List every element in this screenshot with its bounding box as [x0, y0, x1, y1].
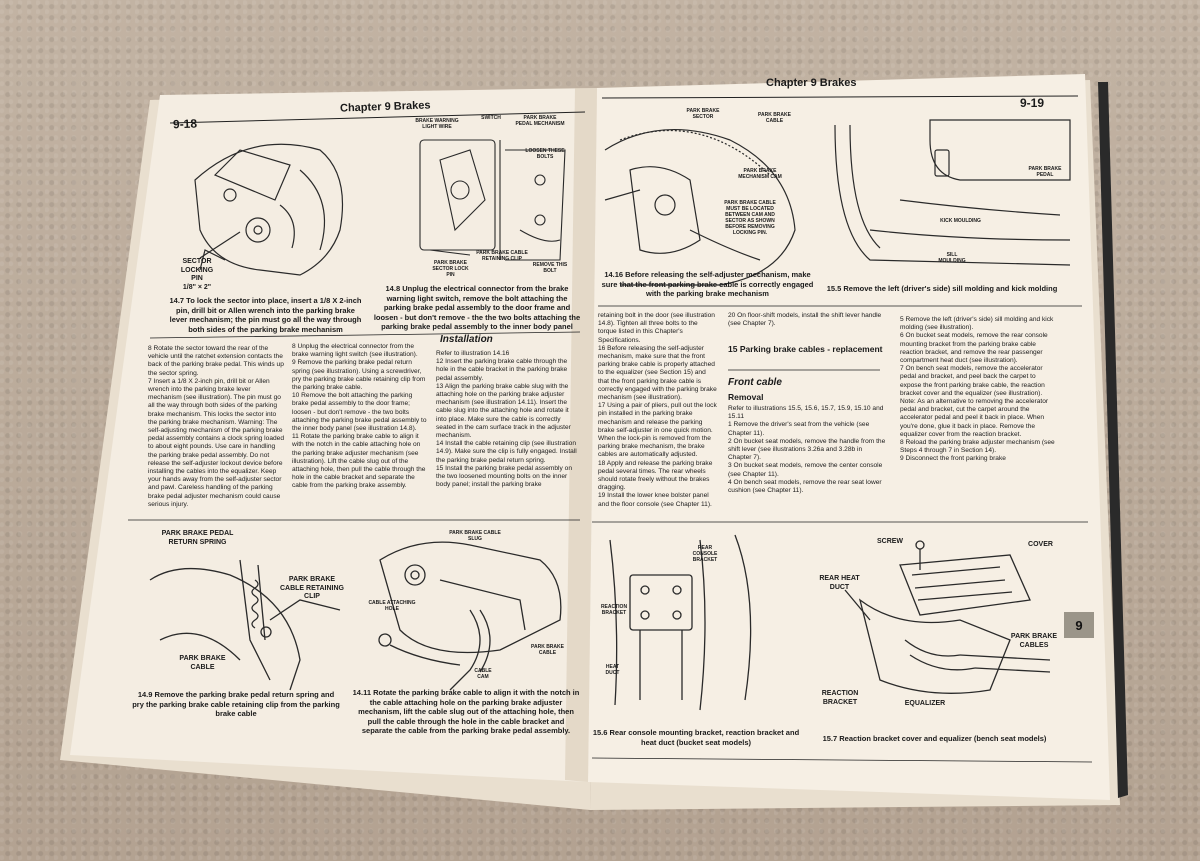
fig-15-7-callout-screw: SCREW [876, 538, 904, 545]
fig-15-6-callout-reaction: REACTION BRACKET [600, 604, 628, 616]
left-column-1: 8 Rotate the sector toward the rear of t… [148, 345, 284, 508]
fig-14-7-drawing [194, 143, 344, 276]
fig-15-6-callout-duct: HEAT DUCT [605, 664, 620, 676]
fig-14-11-callout-cam: CABLE CAM [474, 668, 492, 680]
left-column-2: 8 Unplug the electrical connector from t… [292, 343, 427, 490]
left-column-3: Refer to illustration 14.16 12 Insert th… [436, 350, 577, 489]
fig-14-16-callout-cam: PARK BRAKE MECHANISM CAM [738, 168, 782, 180]
fig-14-8-callout-mechanism: PARK BRAKE PEDAL MECHANISM [515, 115, 565, 127]
fig-14-8-callout-lock-pin: PARK BRAKE SECTOR LOCK PIN [432, 260, 469, 278]
left-rule-1 [149, 331, 581, 339]
fig-14-7-caption: 14.7 To lock the sector into place, inse… [169, 296, 362, 334]
fig-14-8-caption: 14.8 Unplug the electrical connector fro… [373, 284, 581, 331]
right-column-2: Refer to illustrations 15.5, 15.6, 15.7,… [728, 405, 886, 495]
installation-heading: Installation [440, 334, 493, 345]
fig-14-11-callout-slug: PARK BRAKE CABLE SLUG [449, 530, 501, 542]
fig-14-11-drawing [378, 541, 562, 691]
fig-15-6-caption: 15.6 Rear console mounting bracket, reac… [592, 728, 800, 747]
right-page-number: 9-19 [1020, 96, 1045, 110]
fig-15-7-callout-cables: PARK BRAKE CABLES [1010, 633, 1058, 649]
fig-15-5-callout-kick: KICK MOULDING [940, 218, 981, 224]
fig-15-6-drawing [609, 534, 752, 711]
fig-15-6-callout-console: REAR CONSOLE BRACKET [692, 545, 718, 563]
fig-15-5-callout-sill: SILL MOULDING [938, 252, 966, 264]
fig-14-16-caption: 14.16 Before releasing the self-adjuster… [601, 270, 814, 298]
fig-15-7-drawing [844, 540, 1051, 694]
gutter-shadow [565, 88, 597, 782]
fig-14-16-callout-note: PARK BRAKE CABLE MUST BE LOCATED BETWEEN… [724, 200, 776, 236]
fig-14-11-callout-cable: PARK BRAKE CABLE [531, 644, 564, 656]
right-header-rule [601, 95, 1079, 99]
fig-15-7-caption: 15.7 Reaction bracket cover and equalize… [822, 734, 1047, 743]
right-column-1: retaining bolt in the door (see illustra… [598, 312, 717, 508]
right-page-header: Chapter 9 Brakes [766, 77, 857, 89]
right-page-edge-dark [1098, 82, 1128, 798]
chapter-tab: 9 [1064, 612, 1094, 638]
fig-15-5-drawing [834, 119, 1071, 266]
fig-14-8-drawing [419, 139, 566, 261]
fig-14-9-callout-cable: PARK BRAKE CABLE [179, 655, 226, 671]
fig-15-5-caption: 15.5 Remove the left (driver's side) sil… [826, 284, 1058, 293]
fig-14-7-callout-pin: SECTOR LOCKING PIN 1/8" × 2" [180, 258, 214, 291]
fig-15-7-callout-equalizer: EQUALIZER [904, 700, 946, 707]
left-page-number: 9-18 [172, 116, 198, 132]
fig-14-16-callout-sector: PARK BRAKE SECTOR [686, 108, 720, 120]
left-header-rule [169, 111, 586, 124]
section-15-heading: 15 Parking brake cables - replacement [728, 344, 883, 354]
fig-14-9-callout-clip: PARK BRAKE CABLE RETAINING CLIP [279, 576, 345, 600]
fig-14-16-drawing [604, 128, 796, 286]
right-rule-3 [591, 757, 1093, 763]
right-column-2-intro: 20 On floor-shift models, install the sh… [728, 312, 882, 328]
fig-15-7-callout-heat-duct: REAR HEAT DUCT [819, 575, 860, 591]
fig-15-7-callout-cover: COVER [1028, 541, 1053, 548]
removal-heading: Removal [728, 392, 764, 402]
front-cable-heading: Front cable [728, 377, 782, 388]
right-column-3: 5 Remove the left (driver's side) sill m… [900, 316, 1055, 463]
fig-14-11-caption: 14.11 Rotate the parking brake cable to … [352, 688, 580, 735]
fig-14-8-callout-loosen: LOOSEN THESE BOLTS [525, 148, 565, 160]
fig-14-8-callout-switch: SWITCH [481, 115, 501, 121]
fig-14-9-callout-spring: PARK BRAKE PEDAL RETURN SPRING [161, 530, 234, 546]
fig-14-8-callout-wire: BRAKE WARNING LIGHT WIRE [415, 118, 459, 130]
fig-14-9-drawing [149, 559, 341, 691]
fig-14-9-caption: 14.9 Remove the parking brake pedal retu… [132, 690, 340, 718]
fig-15-5-callout-pedal: PARK BRAKE PEDAL [1028, 166, 1062, 178]
fig-14-16-callout-cable: PARK BRAKE CABLE [758, 112, 791, 124]
right-page [588, 74, 1110, 800]
fig-14-8-callout-bolt: REMOVE THIS BOLT [532, 262, 568, 274]
fig-14-11-callout-hole: CABLE ATTACHING HOLE [368, 600, 416, 612]
fig-15-7-callout-reaction: REACTION BRACKET [821, 690, 859, 706]
fig-14-8-callout-clip: PARK BRAKE CABLE RETAINING CLIP [476, 250, 528, 262]
